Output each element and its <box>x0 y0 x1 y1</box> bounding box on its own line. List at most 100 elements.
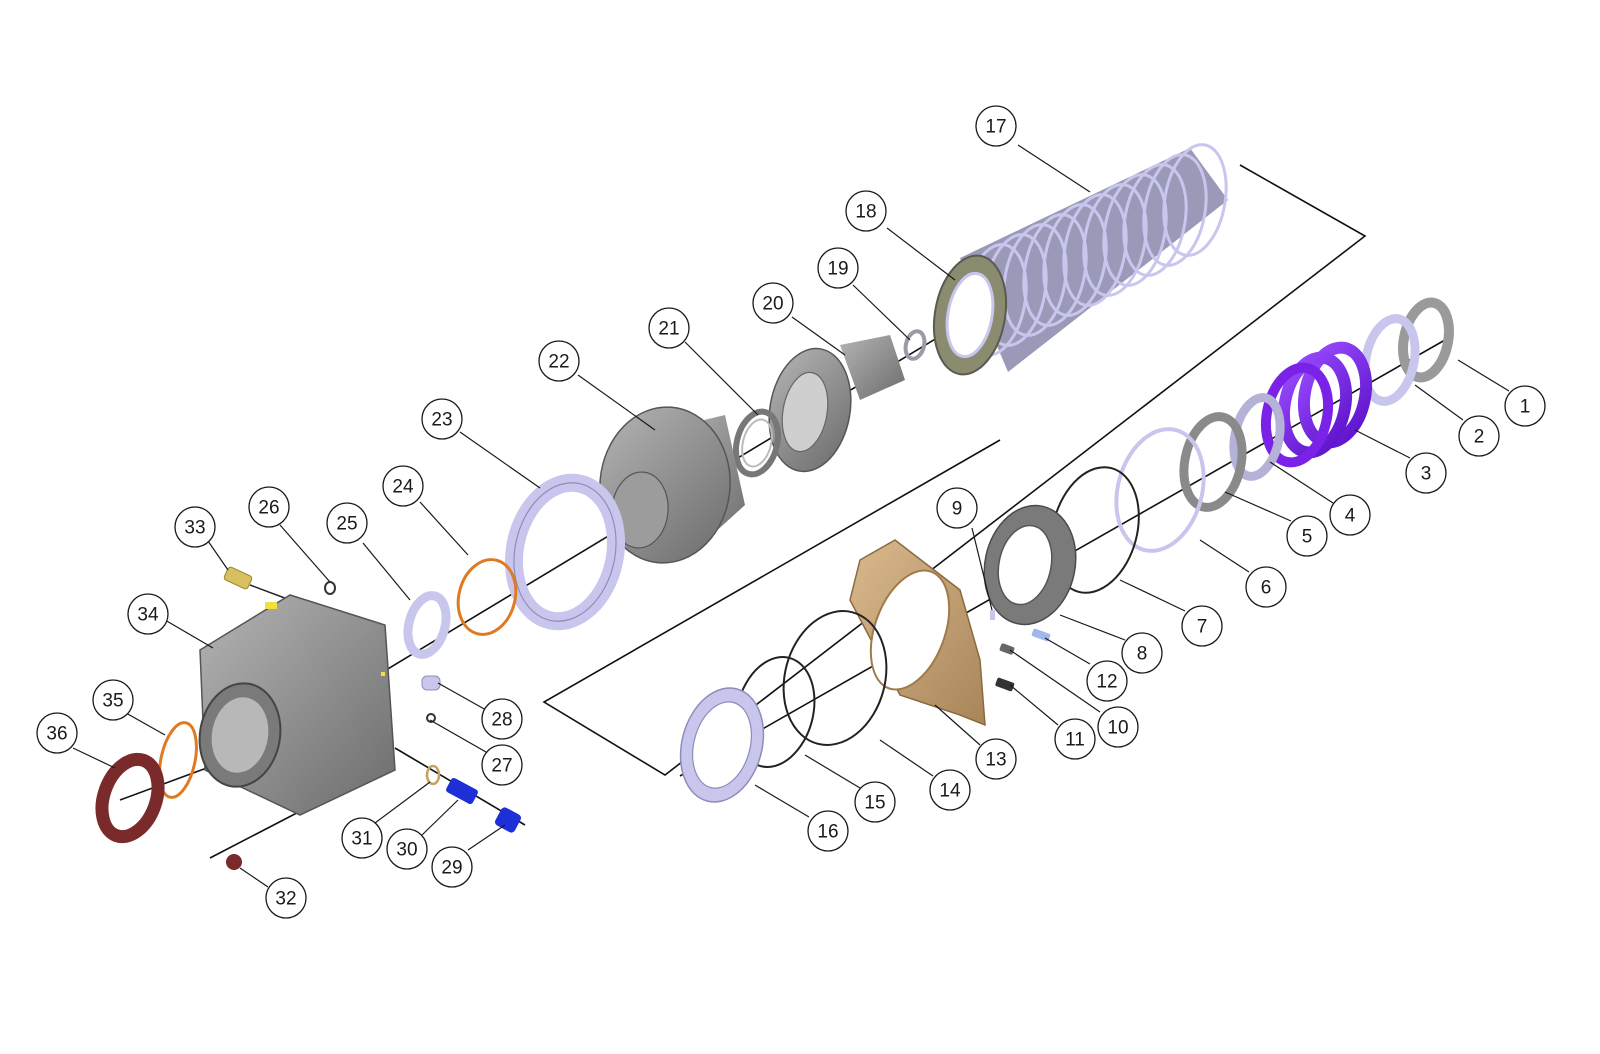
part-32-plug <box>226 854 242 870</box>
callout-29: 29 <box>431 846 473 888</box>
callout-7: 7 <box>1181 605 1223 647</box>
callout-17: 17 <box>975 105 1017 147</box>
part-26-o-ring <box>324 581 336 595</box>
part-33-brass-fitting <box>223 566 291 601</box>
callout-circle <box>265 877 307 919</box>
callout-28: 28 <box>481 698 523 740</box>
part-22-drum <box>599 406 745 564</box>
part-34-housing <box>198 594 396 816</box>
part-29-blue-cap <box>495 807 521 833</box>
callout-8: 8 <box>1121 632 1163 674</box>
callout-circle <box>817 247 859 289</box>
callout-circle <box>1458 415 1500 457</box>
callout-circle <box>421 398 463 440</box>
part-21-bearing <box>732 408 782 478</box>
part-5-washer <box>1179 412 1247 512</box>
callout-number: 19 <box>827 259 848 280</box>
callout-31: 31 <box>341 817 383 859</box>
callout-number: 26 <box>258 498 279 519</box>
callout-circle <box>1504 385 1546 427</box>
callout-number: 7 <box>1197 617 1208 638</box>
part-31-o-ring <box>425 764 441 786</box>
part-10-plug <box>999 643 1015 655</box>
callout-3: 3 <box>1405 452 1447 494</box>
callout-number: 2 <box>1474 427 1485 448</box>
callout-number: 6 <box>1261 578 1272 599</box>
callout-labels: 1234567891011121314151617181920212223242… <box>36 105 1546 919</box>
part-27-o-ring <box>426 713 436 723</box>
part-14-o-ring <box>782 610 888 746</box>
part-36-seal <box>95 752 165 844</box>
callout-circle <box>431 846 473 888</box>
callout-circle <box>248 486 290 528</box>
callout-26: 26 <box>248 486 290 528</box>
callout-number: 3 <box>1421 464 1432 485</box>
callout-circle <box>1121 632 1163 674</box>
callout-circle <box>1054 718 1096 760</box>
callout-number: 12 <box>1096 672 1117 693</box>
callout-2: 2 <box>1458 415 1500 457</box>
callout-number: 25 <box>336 514 357 535</box>
callout-12: 12 <box>1086 660 1128 702</box>
callout-number: 28 <box>491 710 512 731</box>
callout-13: 13 <box>975 738 1017 780</box>
callout-circle <box>854 781 896 823</box>
callout-14: 14 <box>929 769 971 811</box>
callout-number: 8 <box>1137 644 1148 665</box>
callout-number: 10 <box>1107 718 1128 739</box>
callout-18: 18 <box>845 190 887 232</box>
part-9-pin <box>990 610 995 620</box>
part-8-flange <box>983 504 1077 626</box>
part-17-disc-stack <box>932 143 1228 376</box>
part-19-ring <box>903 329 927 361</box>
callout-circle <box>752 282 794 324</box>
part-35-snap-ring <box>158 721 198 799</box>
callout-6: 6 <box>1245 566 1287 608</box>
callout-number: 36 <box>46 724 67 745</box>
callout-circle <box>382 465 424 507</box>
callout-9: 9 <box>936 487 978 529</box>
callout-22: 22 <box>538 340 580 382</box>
callout-circle <box>481 698 523 740</box>
bracket-line <box>542 164 1367 776</box>
callout-circle <box>1405 452 1447 494</box>
part-16-plate <box>679 687 765 803</box>
callout-16: 16 <box>807 810 849 852</box>
callout-circle <box>386 828 428 870</box>
callout-circle <box>1097 706 1139 748</box>
part-2-plate <box>1360 314 1420 406</box>
callout-34: 34 <box>127 593 169 635</box>
callout-20: 20 <box>752 282 794 324</box>
callout-number: 4 <box>1345 506 1356 527</box>
callout-32: 32 <box>265 877 307 919</box>
part-3-spring-pack <box>1261 341 1372 468</box>
callout-number: 29 <box>441 858 462 879</box>
callout-number: 23 <box>431 410 452 431</box>
callout-number: 15 <box>864 793 885 814</box>
callout-number: 20 <box>762 294 783 315</box>
callout-number: 18 <box>855 202 876 223</box>
callout-4: 4 <box>1329 494 1371 536</box>
callout-number: 1 <box>1520 397 1531 418</box>
callout-number: 27 <box>491 756 512 777</box>
callout-33: 33 <box>174 506 216 548</box>
callout-circle <box>326 502 368 544</box>
callout-circle <box>481 744 523 786</box>
callout-35: 35 <box>92 679 134 721</box>
callout-19: 19 <box>817 247 859 289</box>
callout-circle <box>845 190 887 232</box>
callout-circle <box>648 307 690 349</box>
callout-circle <box>1086 660 1128 702</box>
part-28-sleeve <box>421 675 441 691</box>
callout-10: 10 <box>1097 706 1139 748</box>
leader-lines <box>72 144 1510 888</box>
callout-number: 11 <box>1065 730 1085 751</box>
callout-circle <box>975 105 1017 147</box>
callout-15: 15 <box>854 781 896 823</box>
callout-36: 36 <box>36 712 78 754</box>
callout-circle <box>1286 515 1328 557</box>
callout-number: 5 <box>1302 527 1313 548</box>
part-24-snap-ring <box>456 558 518 636</box>
callout-number: 33 <box>184 518 205 539</box>
